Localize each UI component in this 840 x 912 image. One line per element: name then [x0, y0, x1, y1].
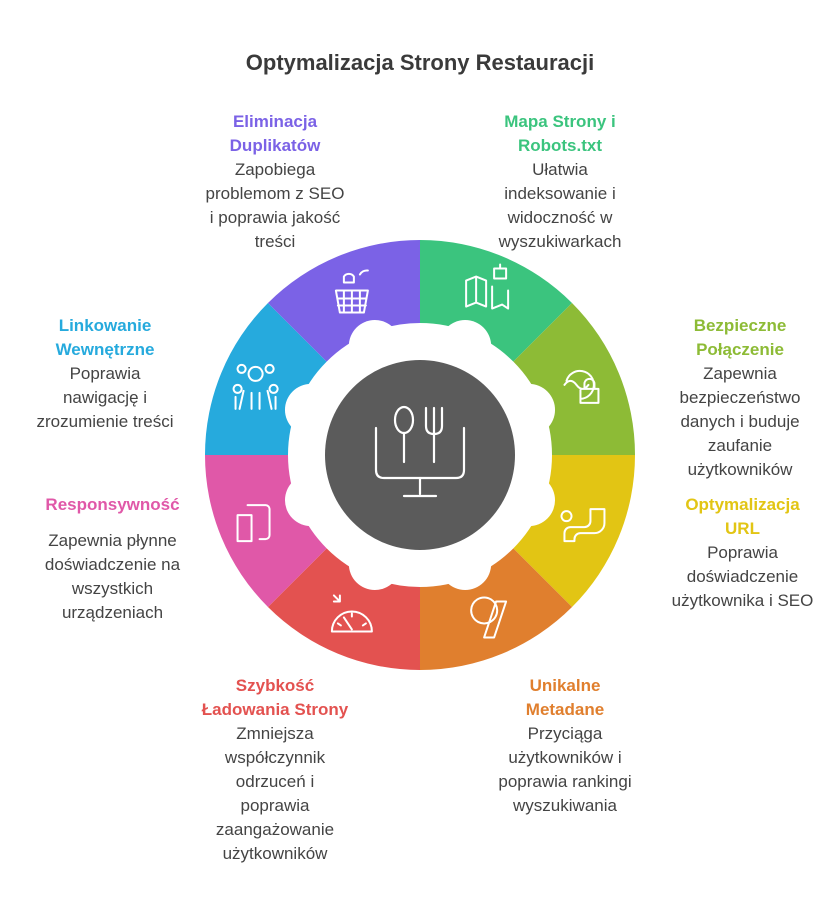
- label-description: Zmniejsza współczynnik odrzuceń i popraw…: [215, 724, 335, 863]
- center-hub: [325, 360, 515, 550]
- label-description: Zapobiega problemom z SEO i poprawia jak…: [205, 160, 345, 251]
- label-url: Optymalizacja URL Poprawia doświadczenie …: [650, 493, 835, 613]
- trash-icon: [334, 269, 369, 314]
- label-description: Poprawia doświadczenie użytkownika i SEO: [671, 543, 814, 610]
- segment-url: [513, 455, 635, 608]
- label-title: Mapa Strony i Robots.txt: [504, 112, 616, 155]
- label-description: Ułatwia indeksowanie i widoczność w wysz…: [498, 160, 622, 251]
- segment-ssl: [513, 302, 635, 455]
- diagram-title: Optymalizacja Strony Restauracji: [245, 50, 595, 75]
- speedometer-icon: [330, 594, 373, 633]
- label-title: Szybkość Ładowania Strony: [201, 676, 349, 719]
- label-description: Poprawia nawigację i zrozumienie treści: [36, 364, 174, 431]
- label-title: Eliminacja Duplikatów: [229, 112, 321, 155]
- segment-links: [205, 302, 327, 455]
- monitor-fork-knife-icon: [374, 405, 466, 498]
- segment-speed: [267, 548, 420, 670]
- label-description: Zapewnia bezpieczeństwo danych i buduje …: [679, 364, 801, 479]
- label-description: Przyciąga użytkowników i poprawia rankin…: [498, 724, 632, 815]
- label-title: Linkowanie Wewnętrzne: [55, 316, 155, 359]
- label-title: Responsywność: [45, 495, 180, 514]
- segment-responsive: [205, 455, 327, 608]
- tag-icon: [470, 596, 508, 639]
- map-robot-icon: [465, 263, 510, 310]
- label-title: Bezpieczne Połączenie: [693, 316, 787, 359]
- label-title: Optymalizacja URL: [685, 495, 800, 538]
- segment-sitemap: [420, 240, 573, 362]
- label-description: Zapewnia płynne doświadczenie na wszystk…: [44, 531, 181, 622]
- network-icon: [232, 363, 279, 410]
- devices-icon: [236, 504, 271, 543]
- segment-meta: [420, 548, 573, 670]
- label-title: Unikalne Metadane: [525, 676, 605, 719]
- lock-icon: [563, 369, 600, 404]
- path-icon: [560, 508, 606, 543]
